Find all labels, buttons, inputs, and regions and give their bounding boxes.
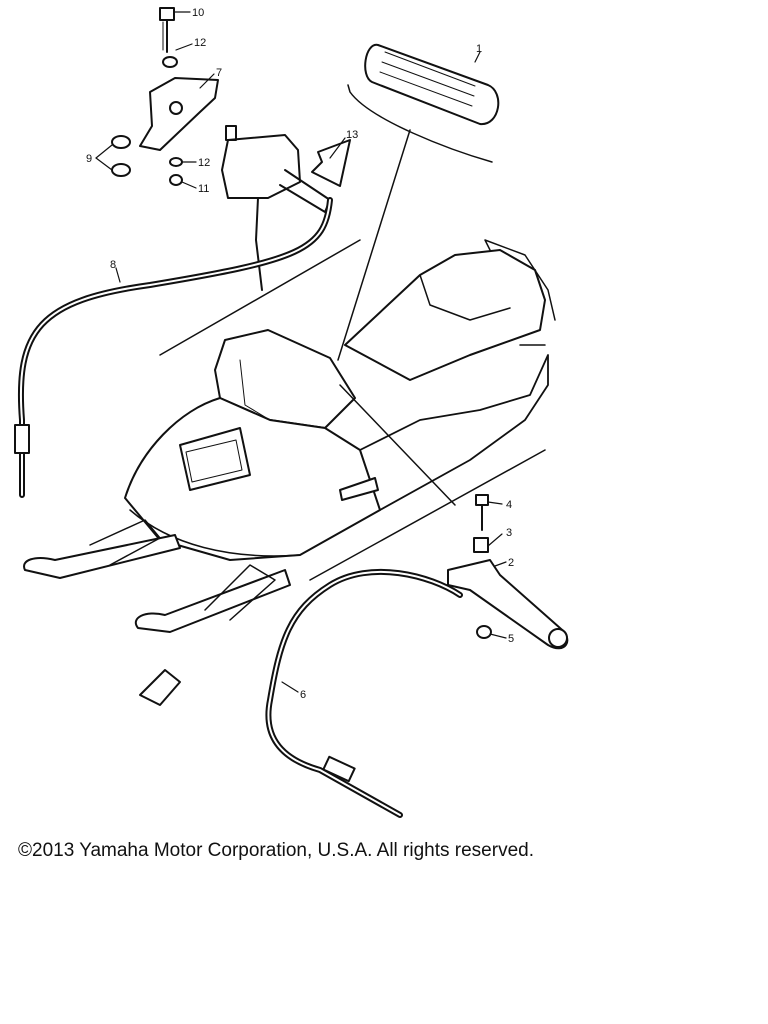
leaders [95, 11, 507, 693]
collar-3 [473, 537, 489, 553]
callout-3: 3 [506, 527, 512, 539]
upper-section-line [159, 239, 361, 356]
clip-13 [311, 139, 351, 187]
copyright-text: ©2013 Yamaha Motor Corporation, U.S.A. A… [18, 840, 534, 861]
bracket-hole [169, 101, 183, 115]
cable-6-adjuster [322, 755, 356, 783]
callout-13: 13 [346, 129, 358, 141]
grip-bracket-line [347, 84, 493, 163]
washer-12-top [162, 56, 178, 68]
washer-12-mid [169, 157, 183, 167]
lower-section-line [309, 449, 546, 581]
grip-1 [364, 43, 500, 126]
callout-8: 8 [110, 259, 116, 271]
bolt-10 [159, 7, 175, 53]
nut-5 [476, 625, 492, 639]
callout-1: 1 [476, 43, 482, 55]
callout-5: 5 [508, 633, 514, 645]
ski-right [135, 564, 291, 633]
spacer-9a [111, 135, 131, 149]
lever-knob [548, 628, 568, 648]
throttle-housing [221, 134, 301, 199]
nut-11 [169, 174, 183, 186]
snowmobile-body [124, 239, 556, 561]
callout-10: 10 [192, 7, 204, 19]
callout-4: 4 [506, 499, 512, 511]
bolt-4 [475, 494, 489, 531]
callout-2: 2 [508, 557, 514, 569]
callout-11: 11 [198, 183, 209, 195]
housing-cable [255, 197, 263, 291]
parts-diagram: 10 12 7 9 12 11 13 8 1 4 3 2 5 6 [14, 7, 569, 818]
callout-12-mid: 12 [198, 157, 210, 169]
decal [139, 669, 181, 706]
callout-6: 6 [300, 689, 306, 701]
lever-2 [447, 559, 569, 650]
callout-9: 9 [86, 153, 92, 165]
spacer-9b [111, 163, 131, 177]
leader-lever [339, 384, 456, 506]
cable-8-end [14, 424, 30, 454]
callout-7: 7 [216, 67, 222, 79]
cable-6 [265, 568, 463, 818]
ski-left [23, 519, 181, 579]
leader-1 [337, 129, 411, 361]
housing-pin [225, 125, 237, 141]
callout-12-top: 12 [194, 37, 206, 49]
